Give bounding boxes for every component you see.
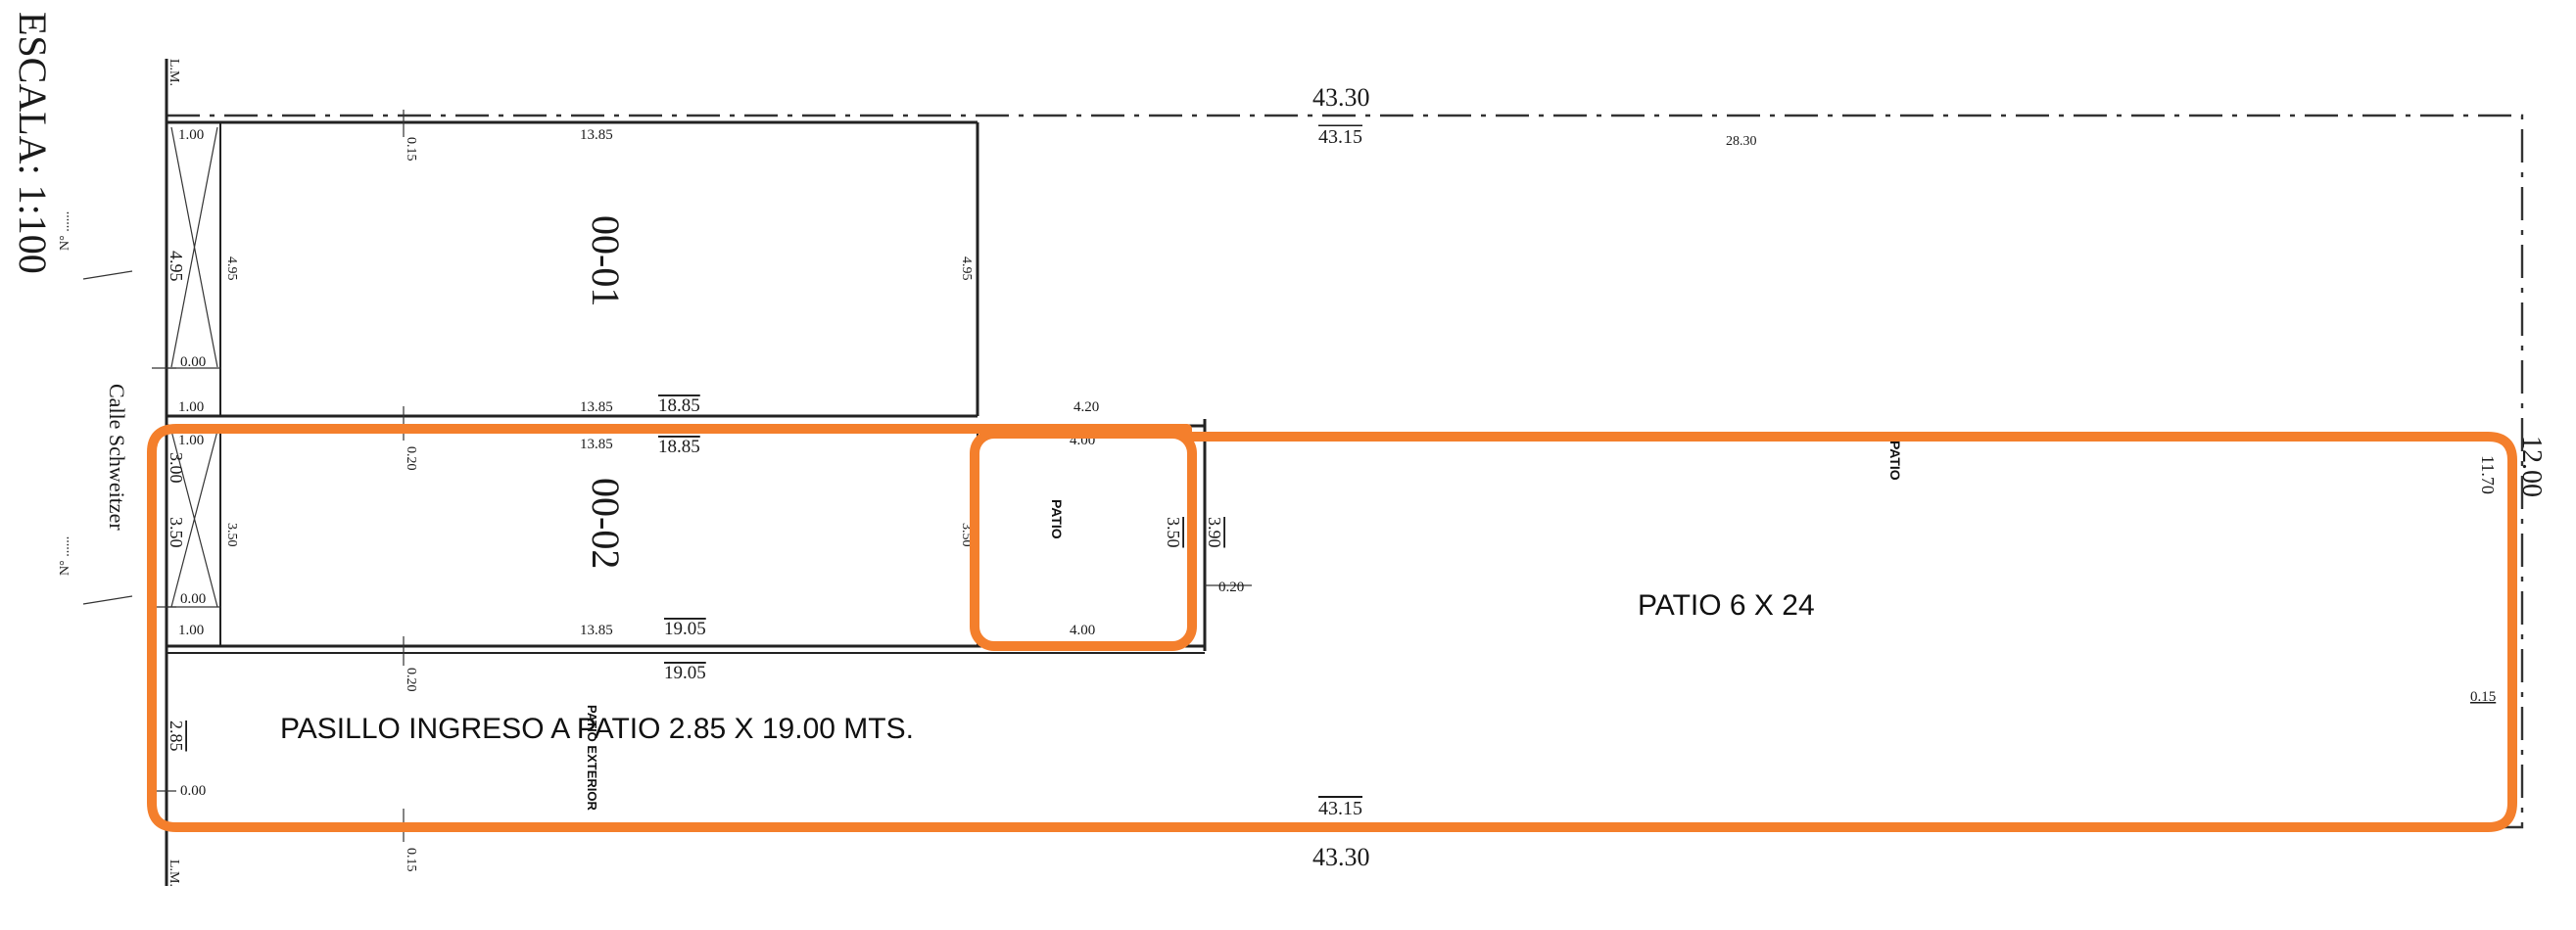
- dim-u2-height-left: 3.50: [167, 517, 186, 548]
- dim-u2-width-below: 19.05: [664, 663, 706, 683]
- dim-u2-wall-bottom: 0.20: [404, 668, 418, 692]
- lot-number-mark-bottom: N° ......: [58, 536, 133, 605]
- dim-patio-height-outer: 3.90: [1205, 517, 1224, 548]
- dim-u2-col-top: 1.00: [178, 433, 204, 448]
- dim-u2-zero: 0.00: [180, 591, 206, 607]
- unit-label-00-02: 00-02: [584, 478, 628, 569]
- dim-u2-side: 3.00: [167, 452, 186, 484]
- dim-right-offset: 0.15: [2470, 689, 2496, 705]
- lot-number-mark-top: N° ......: [58, 211, 133, 280]
- dim-patio-bottom: 4.00: [1070, 623, 1095, 638]
- dim-corridor-wall: 0.15: [404, 848, 418, 872]
- highlight-small-patio: [970, 429, 1197, 651]
- dim-corridor-width: 2.85: [167, 721, 186, 752]
- dim-total-top: 43.30: [1312, 83, 1370, 112]
- svg-text:N° ......: N° ......: [58, 211, 72, 251]
- dim-u2-wall-top: 0.20: [404, 446, 418, 471]
- dim-right-height: 12.00: [2516, 436, 2547, 497]
- room-label-patio-big: PATIO: [1887, 441, 1903, 481]
- dim-u1-height-left: 4.95: [167, 251, 186, 282]
- dim-u1-length: 13.85: [580, 127, 613, 143]
- dim-u1-length-bottom: 13.85: [580, 399, 613, 415]
- annotation-corridor: PASILLO INGRESO A PATIO 2.85 X 19.00 MTS…: [280, 713, 914, 745]
- dim-u2-col-bottom: 1.00: [178, 623, 204, 638]
- property-line-label-bottom: L.M.: [167, 860, 181, 887]
- dim-corridor-zero: 0.00: [180, 783, 206, 799]
- room-label-patio-exterior: PATIO EXTERIOR: [585, 705, 599, 811]
- dim-total-top-inner: 43.15: [1318, 126, 1362, 148]
- dim-u1-length-total: 18.85: [658, 395, 700, 416]
- dim-u2-length-bottom: 13.85: [580, 623, 613, 638]
- dim-u2-length-top: 13.85: [580, 437, 613, 452]
- dim-u1-col-left: 1.00: [178, 127, 204, 143]
- property-line-label-top: L.M.: [167, 59, 181, 86]
- dim-patio-width-top: 4.20: [1073, 399, 1099, 415]
- dim-patio-wall: 0.20: [1218, 580, 1244, 595]
- dim-u1-col-bottom: 1.00: [178, 399, 204, 415]
- scale-label: ESCALA: 1:100: [11, 12, 55, 274]
- street-label: Calle Schweitzer: [105, 384, 129, 531]
- highlight-patio-corridor: [147, 424, 2517, 832]
- dim-right-inner-height: 11.70: [2478, 455, 2498, 494]
- dim-u2-length-total-bottom: 19.05: [664, 619, 706, 639]
- dim-u1-height-right: 4.95: [959, 256, 974, 281]
- unit-00-01-walls: [167, 120, 979, 418]
- dim-u1-height-inner: 4.95: [224, 256, 239, 281]
- unit-label-00-01: 00-01: [584, 215, 628, 306]
- dimension-labels: 43.30 43.15 28.30 43.30 43.15 12.00 11.7…: [167, 83, 2547, 872]
- dim-u2-length-total: 18.85: [658, 437, 700, 457]
- svg-text:N° ......: N° ......: [58, 536, 72, 576]
- dim-total-bottom: 43.30: [1312, 843, 1370, 871]
- dim-u2-height-inner: 3.50: [224, 523, 239, 547]
- dim-patio-height: 3.50: [1164, 517, 1183, 548]
- dim-u1-zero: 0.00: [180, 354, 206, 370]
- dim-right-strip-top: 28.30: [1726, 134, 1757, 149]
- room-label-patio-small: PATIO: [1049, 499, 1065, 539]
- dim-total-bottom-inner: 43.15: [1318, 798, 1362, 819]
- dim-u1-wall: 0.15: [404, 137, 418, 162]
- annotation-big-patio: PATIO 6 X 24: [1638, 589, 1815, 622]
